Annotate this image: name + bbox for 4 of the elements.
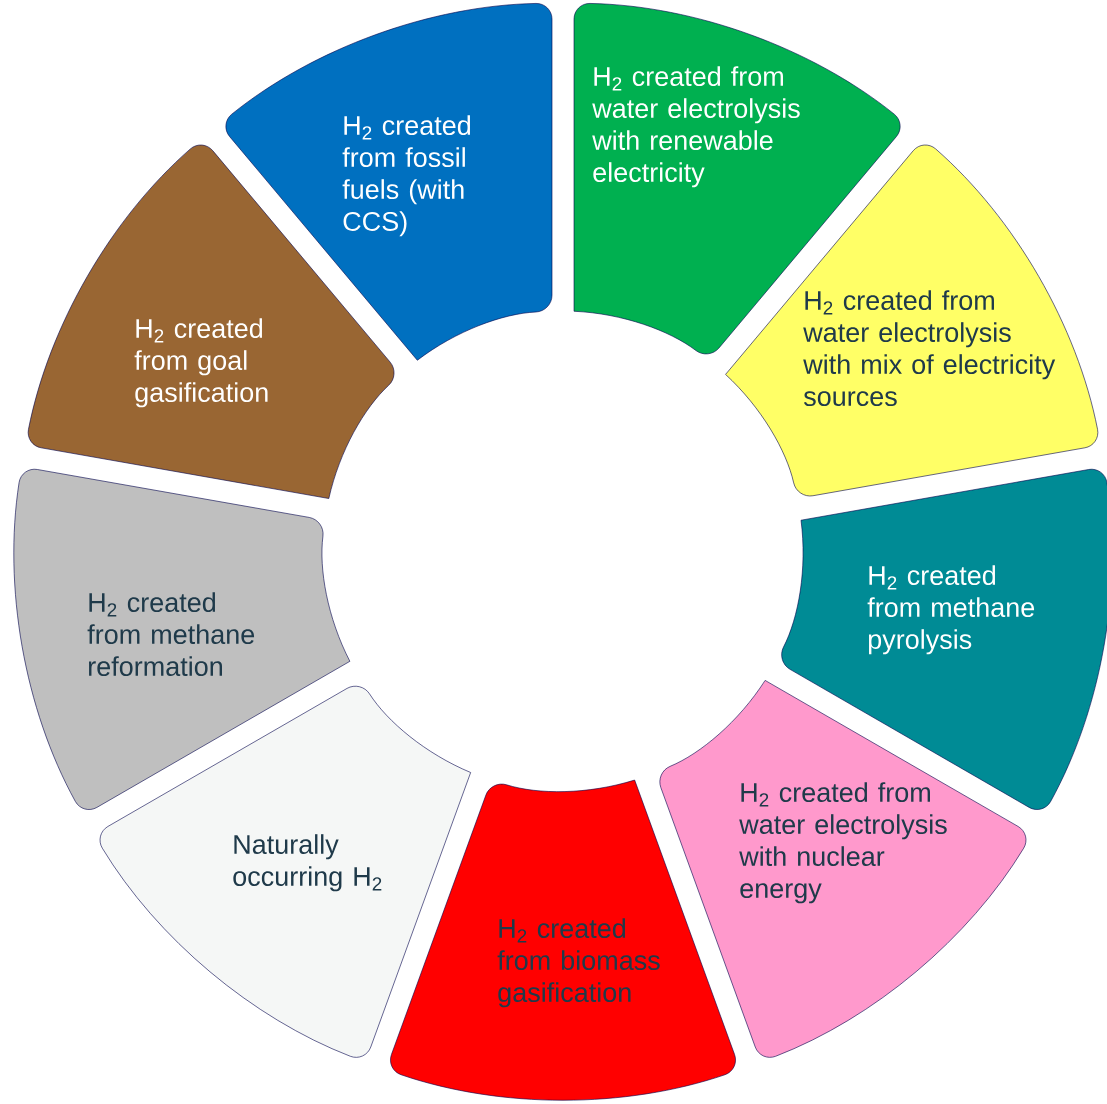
- ring-segment: Naturally occurring H$_{2}$: [99, 685, 471, 1058]
- ring-segment: H$_{2}$ created from methane reformation: [13, 468, 351, 810]
- ring-segment: H$_{2}$ created from biomass gasification: [390, 779, 736, 1101]
- ring-segment: H$_{2}$ created from water electrolysis with nuclear energy: [659, 680, 1027, 1058]
